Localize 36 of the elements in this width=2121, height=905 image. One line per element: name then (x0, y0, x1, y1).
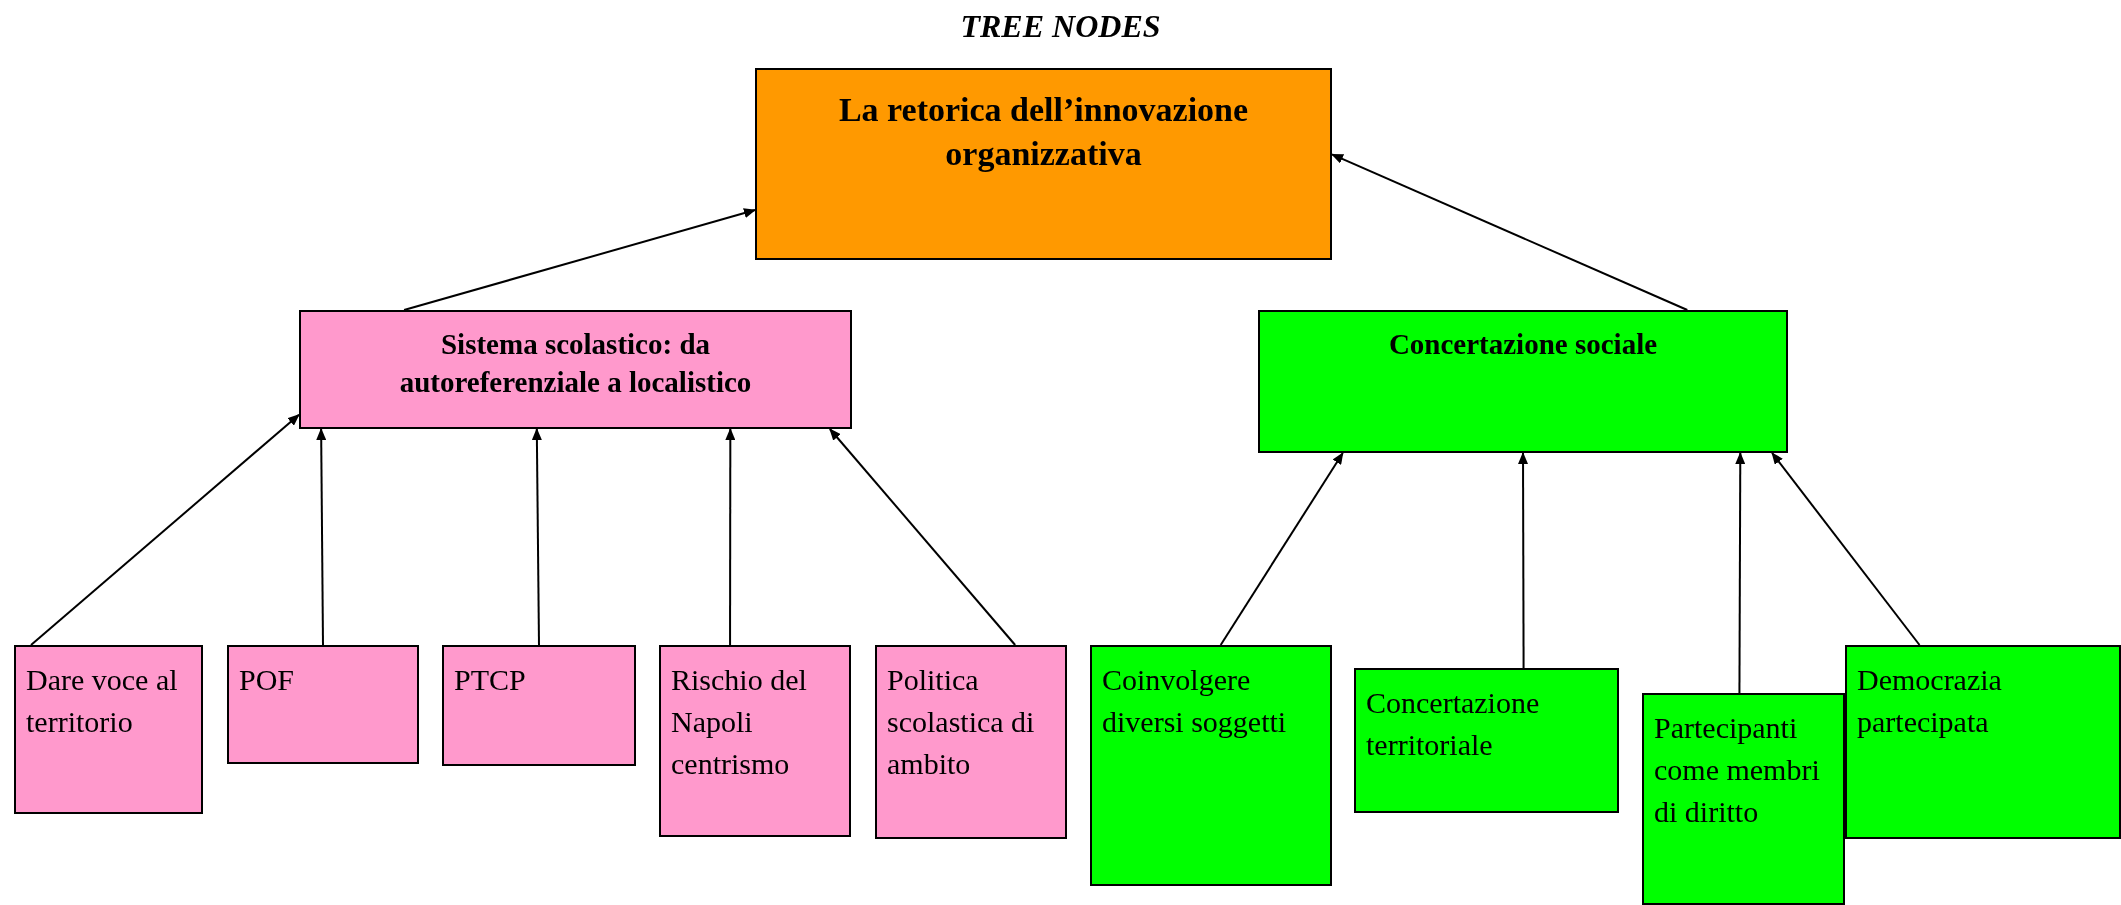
node-box (299, 310, 852, 429)
arrow (828, 428, 1017, 646)
arrow (1331, 153, 1689, 311)
arrow (1219, 452, 1344, 646)
node-box (1258, 310, 1788, 453)
arrow (1518, 452, 1529, 669)
arrow (403, 208, 756, 311)
node-label: La retorica dell’innovazione organizzativa (837, 90, 1250, 175)
node-label: Coinvolgere diversi soggetti (1101, 662, 1288, 740)
node-box (227, 645, 419, 764)
arrow (531, 428, 542, 646)
node-label: PTCP (453, 662, 527, 698)
node-label: Concertazione sociale (1387, 327, 1659, 362)
diagram-title: TREE NODES (959, 8, 1162, 45)
node-label: Democrazia partecipata (1856, 662, 2003, 740)
node-label: Dare voce al territorio (25, 662, 179, 740)
node-box (442, 645, 636, 766)
node-box (14, 645, 203, 814)
node-label: POF (238, 662, 296, 698)
node-box (1090, 645, 1332, 886)
arrow (1735, 452, 1746, 694)
node-label: Sistema scolastico: da autoreferenziale a localistico (398, 327, 753, 400)
arrow (316, 428, 327, 646)
arrow (1771, 452, 1921, 646)
node-box (1845, 645, 2121, 839)
node-box (659, 645, 851, 837)
node-box (1642, 693, 1845, 905)
node-label: Partecipanti come membri di diritto (1653, 710, 1821, 830)
arrow (30, 413, 300, 646)
node-box (875, 645, 1067, 839)
node-box (1354, 668, 1619, 813)
node-box (755, 68, 1332, 260)
node-label: Politica scolastica di ambito (886, 662, 1036, 782)
node-label: Rischio del Napoli centrismo (670, 662, 808, 782)
node-label: Concertazione territoriale (1365, 685, 1541, 763)
arrow (725, 428, 736, 646)
